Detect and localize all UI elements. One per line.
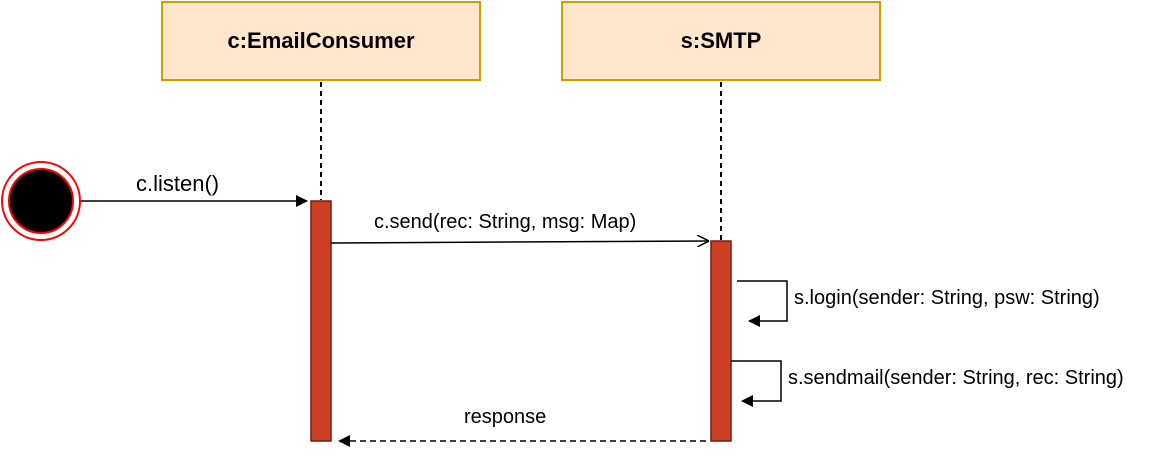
message-listen-label: c.listen() xyxy=(136,171,220,196)
message-login-label: s.login(sender: String, psw: String) xyxy=(794,287,1100,309)
message-response-label: response xyxy=(464,406,547,428)
activation-consumer xyxy=(310,200,332,442)
participant-email-consumer: c:EmailConsumer xyxy=(161,1,481,81)
participant-smtp: s:SMTP xyxy=(561,1,881,81)
activation-smtp xyxy=(710,240,732,442)
start-node xyxy=(8,168,74,234)
message-send-arrow xyxy=(330,241,708,243)
message-sendmail-arrow xyxy=(731,360,782,407)
message-send-label: c.send(rec: String, msg: Map) xyxy=(374,211,637,233)
message-sendmail-label: s.sendmail(sender: String, rec: String) xyxy=(788,367,1124,389)
message-login-arrow xyxy=(737,280,788,327)
